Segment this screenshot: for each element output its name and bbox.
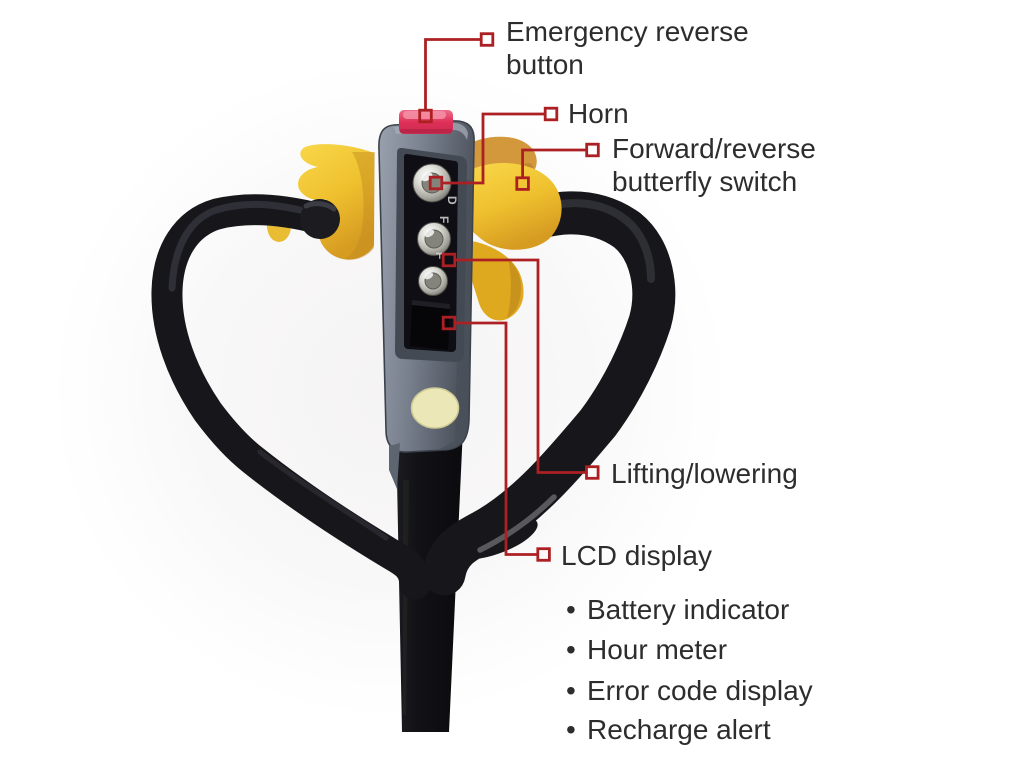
path-shape	[344, 152, 375, 260]
label-lifting-lowering: Lifting/lowering	[611, 457, 798, 490]
feature-text: Recharge alert	[587, 714, 771, 745]
horn-badge	[410, 387, 460, 429]
label-line: button	[506, 49, 584, 80]
callout-horn	[428, 106, 559, 191]
callout-marker	[479, 32, 495, 47]
callout-lines	[418, 32, 600, 562]
bullet-icon: •	[566, 634, 576, 665]
lcd-feature-error-code-display: • Error code display	[566, 671, 813, 711]
callout-marker	[585, 465, 600, 480]
path-shape	[507, 258, 521, 318]
control-head: D F F	[378, 120, 475, 489]
rect-shape	[403, 111, 446, 119]
path-shape	[411, 300, 450, 309]
label-lcd-display: LCD display	[561, 539, 712, 572]
panel-letter-d: D	[445, 196, 459, 205]
callout-lifting-lowering	[441, 252, 600, 480]
callout-marker	[441, 315, 457, 331]
right-handle-loop	[422, 191, 676, 596]
polygon-shape	[403, 480, 409, 715]
polyline-shape	[454, 321, 538, 556]
lifting-button	[417, 222, 451, 256]
bullet-icon: •	[566, 594, 576, 625]
callout-marker	[543, 106, 559, 122]
lcd-feature-battery-indicator: • Battery indicator	[566, 590, 789, 630]
path-shape	[303, 201, 337, 212]
feature-text: Hour meter	[587, 634, 728, 665]
path-shape	[536, 199, 655, 283]
callout-marker	[515, 176, 530, 191]
label-horn: Horn	[568, 97, 629, 130]
label-forward-reverse-butterfly-switch: Forward/reverse butterfly switch	[612, 132, 816, 198]
polyline-shape	[521, 148, 587, 178]
path-shape	[298, 144, 374, 260]
rect-shape	[400, 129, 452, 133]
callout-marker	[441, 252, 457, 268]
callout-marker	[585, 142, 600, 158]
label-emergency-reverse-button: Emergency reverse button	[506, 15, 749, 81]
path-shape	[168, 200, 304, 292]
feature-text: Battery indicator	[587, 594, 790, 625]
callout-marker	[536, 547, 551, 562]
callout-lcd-display	[441, 315, 551, 562]
path-shape	[151, 194, 431, 600]
callout-marker	[418, 108, 433, 124]
left-handle-loop	[151, 194, 431, 600]
head-lower-wedge	[389, 443, 400, 489]
panel-letter-f2: F	[433, 252, 447, 259]
bullet-icon: •	[566, 714, 576, 745]
label-line: Lifting/lowering	[611, 458, 798, 489]
path-shape	[477, 494, 557, 553]
label-line: butterfly switch	[612, 166, 798, 197]
label-line: Emergency reverse	[506, 16, 749, 47]
ellipse-shape	[424, 272, 434, 280]
label-line: LCD display	[561, 540, 712, 571]
butterfly-main-lobe	[466, 163, 562, 250]
lcd-feature-recharge-alert: • Recharge alert	[566, 710, 771, 750]
feature-text: Error code display	[587, 675, 813, 706]
polyline-shape	[441, 112, 546, 185]
callout-forward-reverse	[515, 142, 600, 191]
callout-emergency-reverse	[418, 32, 495, 124]
bullet-icon: •	[566, 675, 576, 706]
lowering-button	[418, 266, 448, 296]
path-shape	[257, 449, 389, 541]
callout-marker	[428, 175, 444, 191]
lcd-feature-hour-meter: • Hour meter	[566, 630, 727, 670]
label-line: Forward/reverse	[612, 133, 816, 164]
polyline-shape	[454, 258, 587, 474]
polyline-shape	[424, 38, 481, 111]
lcd-display-window	[410, 300, 450, 350]
label-line: Horn	[568, 98, 629, 129]
ellipse-shape	[424, 229, 435, 238]
panel-letter-f1: F	[437, 216, 451, 223]
